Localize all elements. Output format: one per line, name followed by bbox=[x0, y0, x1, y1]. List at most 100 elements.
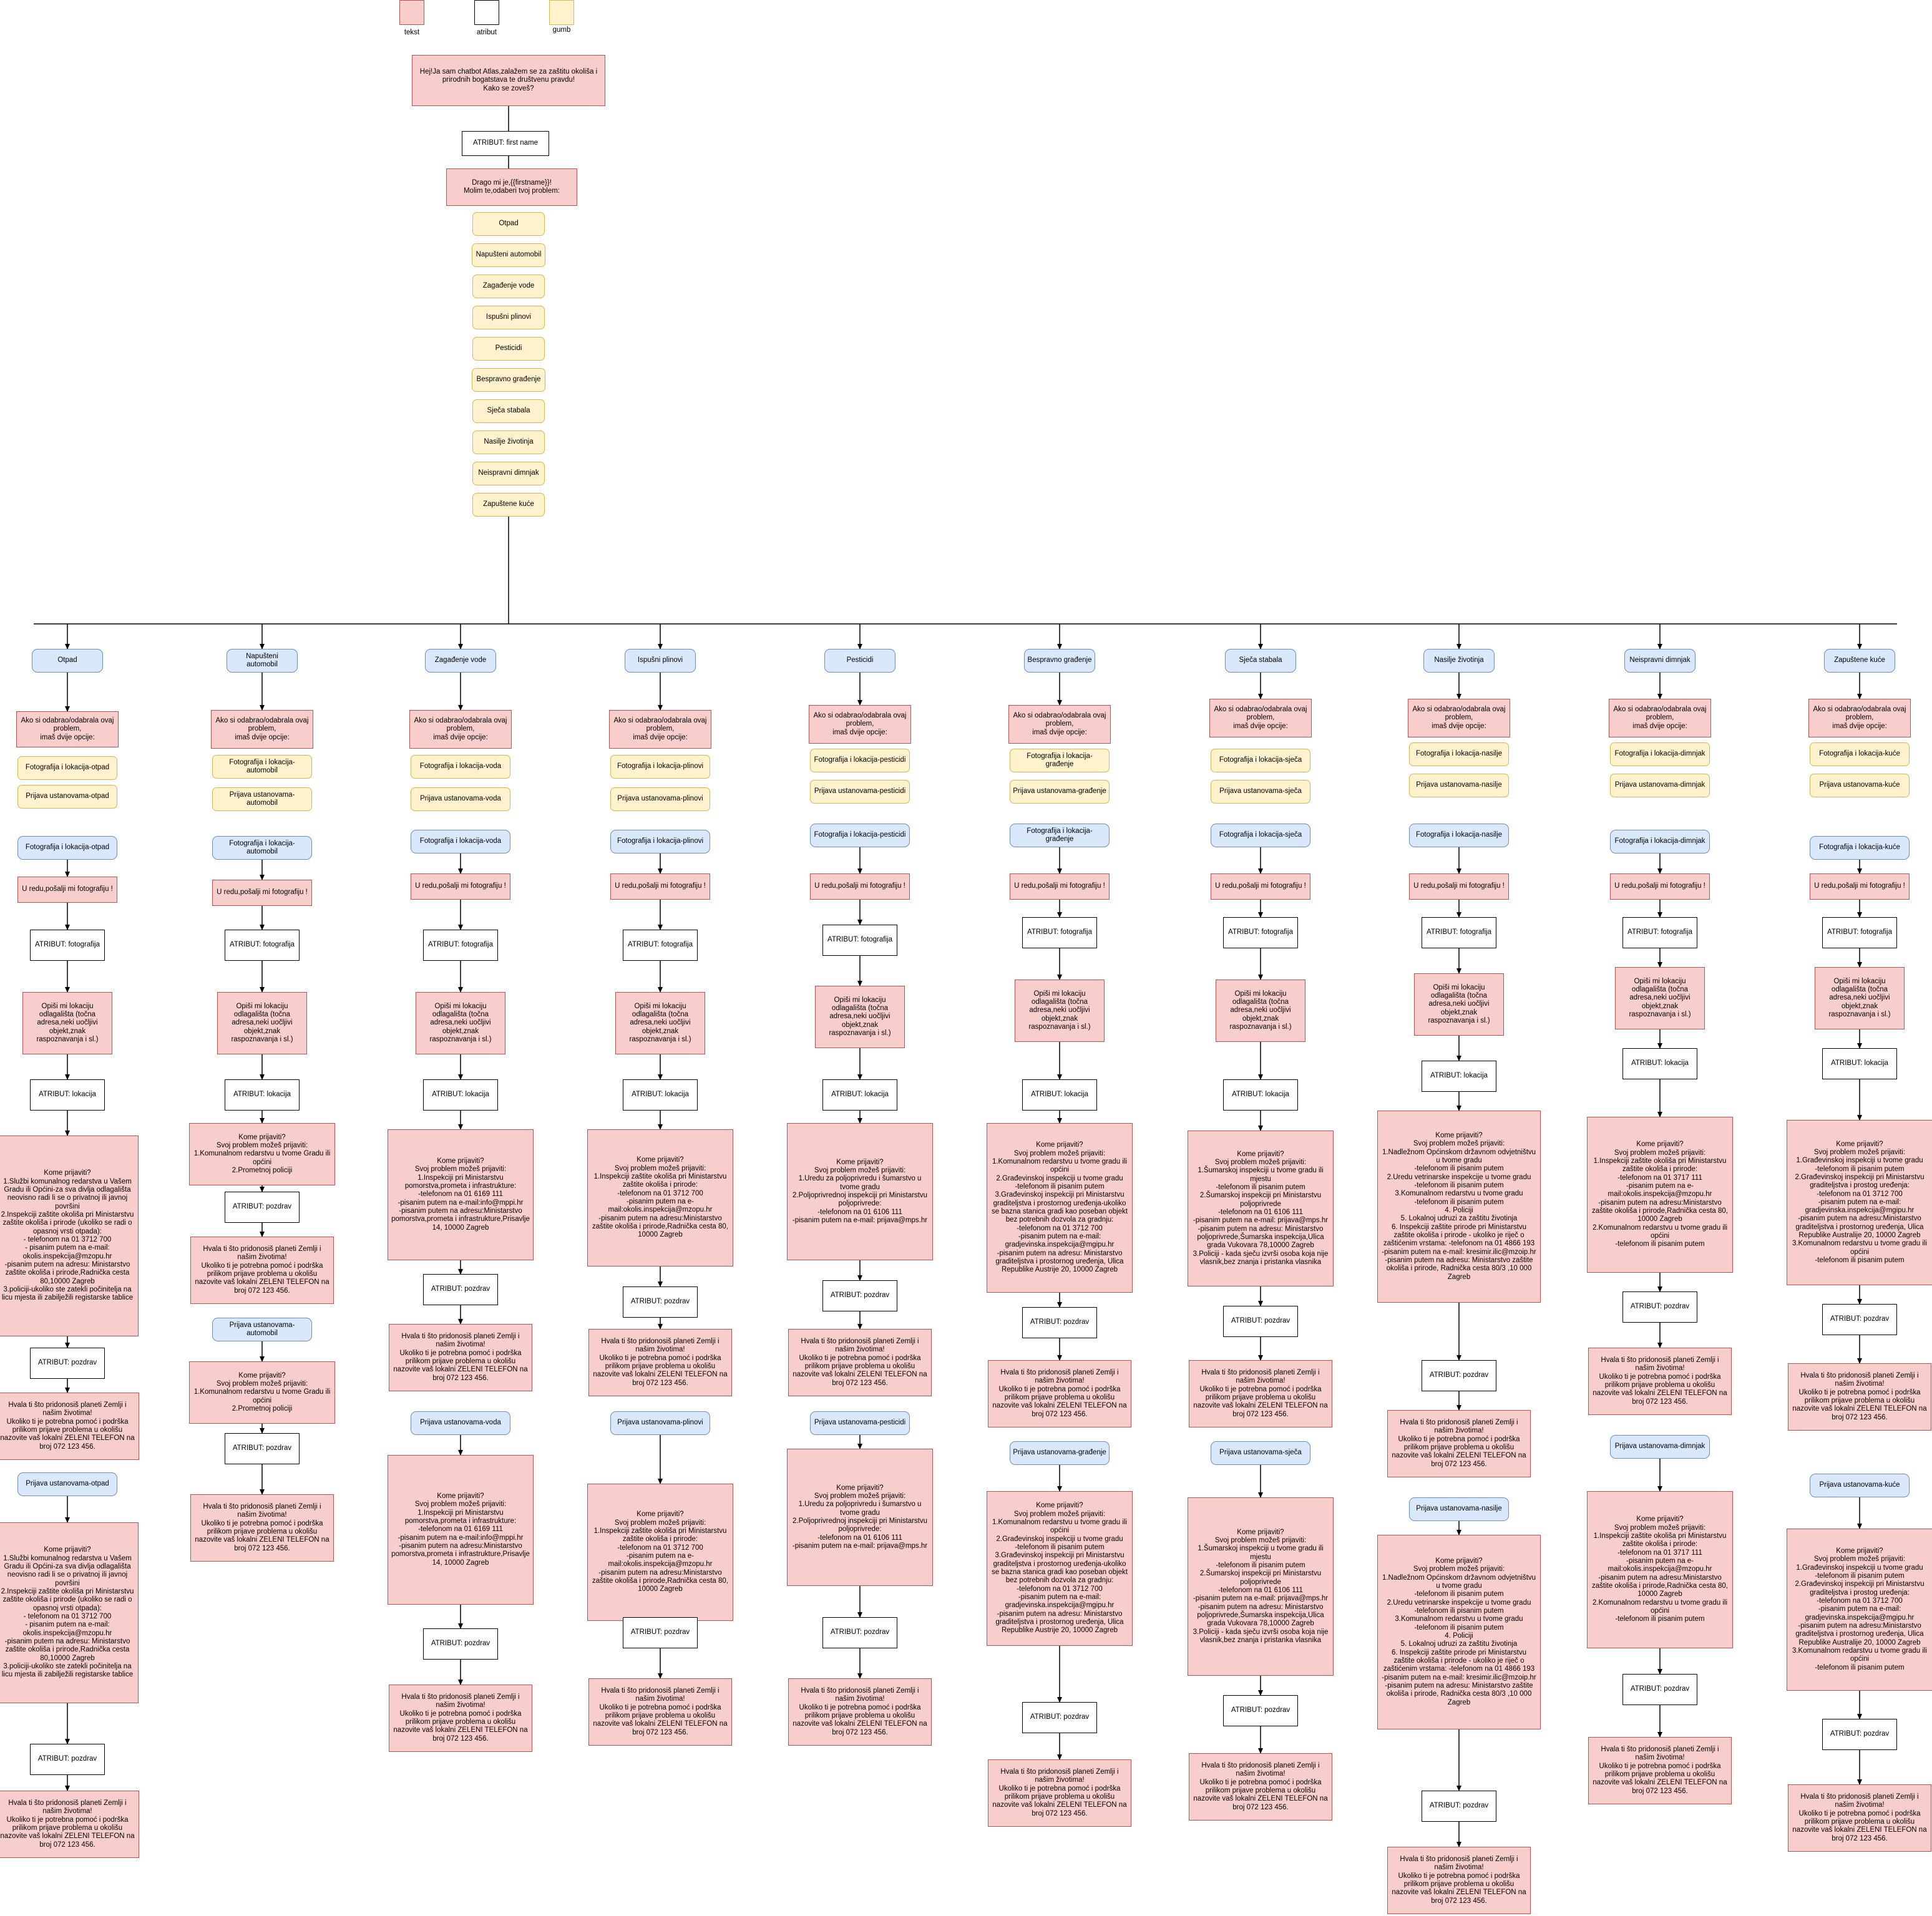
choice-text-otpad: Ako si odabrao/odabrala ovaj problem, im… bbox=[16, 711, 119, 747]
report-institutions-button-neispravni-dimnjak[interactable]: Prijava ustanovama-dimnjak bbox=[1610, 774, 1710, 797]
photo-location-branch-sje-a-stabala: Fotografija i lokacija-sječa bbox=[1211, 824, 1310, 847]
report-info-text-2-ispu-ni-plinovi: Kome prijaviti? Svoj problem možeš prija… bbox=[587, 1484, 733, 1621]
report-institutions-button-napu-teni-automobil[interactable]: Prijava ustanovama-automobil bbox=[212, 787, 312, 811]
thanks-message-2-otpad: Hvala ti što pridonosiš planeti Zemlji i… bbox=[0, 1791, 139, 1858]
option-button-6[interactable]: Bespravno građenje bbox=[472, 368, 545, 392]
column-header-bespravno-gra-enje: Bespravno građenje bbox=[1024, 649, 1095, 673]
report-info-text-otpad: Kome prijaviti? 1.Službi komunalnog reda… bbox=[0, 1135, 139, 1336]
choice-text-zaga-enje-vode: Ako si odabrao/odabrala ovaj problem, im… bbox=[409, 710, 512, 749]
report-institutions-button-bespravno-gra-enje[interactable]: Prijava ustanovama-građenje bbox=[1010, 780, 1110, 804]
column-header-sje-a-stabala: Sječa stabala bbox=[1225, 649, 1296, 673]
choice-text-ispu-ni-plinovi: Ako si odabrao/odabrala ovaj problem, im… bbox=[609, 710, 711, 749]
option-button-10[interactable]: Zapuštene kuće bbox=[472, 493, 545, 517]
photo-location-branch-napu-teni-automobil: Fotografija i lokacija-automobil bbox=[212, 836, 312, 860]
send-photo-text-napu-teni-automobil: U redu,pošalji mi fotografiju ! bbox=[212, 880, 312, 906]
report-institutions-button-ispu-ni-plinovi[interactable]: Prijava ustanovama-plinovi bbox=[610, 787, 710, 811]
attribute-greeting-zapu-tene-ku-e: ATRIBUT: pozdrav bbox=[1822, 1304, 1897, 1335]
attribute-photo-sje-a-stabala: ATRIBUT: fotografija bbox=[1223, 917, 1298, 948]
report-institutions-button-zaga-enje-vode[interactable]: Prijava ustanovama-voda bbox=[411, 787, 510, 811]
describe-location-text-pesticidi: Opiši mi lokaciju odlagališta (točna adr… bbox=[815, 986, 905, 1048]
attribute-greeting-2-sje-a-stabala: ATRIBUT: pozdrav bbox=[1223, 1695, 1298, 1726]
photo-location-button-pesticidi[interactable]: Fotografija i lokacija-pesticidi bbox=[810, 749, 910, 772]
send-photo-text-zapu-tene-ku-e: U redu,pošalji mi fotografiju ! bbox=[1810, 873, 1910, 900]
describe-location-text-otpad: Opiši mi lokaciju odlagališta (točna adr… bbox=[22, 992, 112, 1054]
attribute-location-pesticidi: ATRIBUT: lokacija bbox=[822, 1079, 897, 1111]
photo-location-button-otpad[interactable]: Fotografija i lokacija-otpad bbox=[17, 756, 117, 780]
thanks-message-zapu-tene-ku-e: Hvala ti što pridonosiš planeti Zemlji i… bbox=[1788, 1363, 1931, 1431]
report-institutions-branch-neispravni-dimnjak: Prijava ustanovama-dimnjak bbox=[1610, 1435, 1710, 1459]
photo-location-button-napu-teni-automobil[interactable]: Fotografija i lokacija-automobil bbox=[212, 755, 312, 779]
attribute-greeting-napu-teni-automobil: ATRIBUT: pozdrav bbox=[225, 1192, 300, 1223]
describe-location-text-zaga-enje-vode: Opiši mi lokaciju odlagališta (točna adr… bbox=[416, 992, 505, 1054]
legend-label-attr: atribut bbox=[477, 29, 497, 36]
attribute-greeting-nasilje-ivotinja: ATRIBUT: pozdrav bbox=[1422, 1360, 1496, 1391]
choice-text-neispravni-dimnjak: Ako si odabrao/odabrala ovaj problem, im… bbox=[1609, 699, 1711, 737]
photo-location-branch-neispravni-dimnjak: Fotografija i lokacija-dimnjak bbox=[1610, 830, 1710, 853]
photo-location-button-ispu-ni-plinovi[interactable]: Fotografija i lokacija-plinovi bbox=[610, 755, 710, 779]
report-institutions-button-pesticidi[interactable]: Prijava ustanovama-pesticidi bbox=[810, 780, 910, 804]
photo-location-branch-otpad: Fotografija i lokacija-otpad bbox=[17, 836, 117, 860]
report-info-text-neispravni-dimnjak: Kome prijaviti? Svoj problem možeš prija… bbox=[1587, 1117, 1733, 1273]
report-info-text-bespravno-gra-enje: Kome prijaviti? Svoj problem možeš prija… bbox=[987, 1123, 1133, 1293]
option-button-4[interactable]: Ispušni plinovi bbox=[472, 306, 545, 329]
attribute-greeting-otpad: ATRIBUT: pozdrav bbox=[30, 1348, 105, 1379]
attribute-location-ispu-ni-plinovi: ATRIBUT: lokacija bbox=[623, 1079, 698, 1111]
legend-label-btn: gumb bbox=[552, 26, 571, 34]
thanks-message-2-neispravni-dimnjak: Hvala ti što pridonosiš planeti Zemlji i… bbox=[1588, 1737, 1732, 1804]
photo-location-button-sje-a-stabala[interactable]: Fotografija i lokacija-sječa bbox=[1211, 749, 1310, 772]
option-button-2[interactable]: Napušteni automobil bbox=[472, 243, 545, 267]
thanks-message-2-napu-teni-automobil: Hvala ti što pridonosiš planeti Zemlji i… bbox=[190, 1494, 334, 1562]
report-institutions-button-zapu-tene-ku-e[interactable]: Prijava ustanovama-kuće bbox=[1810, 774, 1910, 797]
option-button-1[interactable]: Otpad bbox=[472, 212, 545, 236]
describe-location-text-nasilje-ivotinja: Opiši mi lokaciju odlagališta (točna adr… bbox=[1414, 973, 1504, 1036]
thanks-message-zaga-enje-vode: Hvala ti što pridonosiš planeti Zemlji i… bbox=[389, 1324, 532, 1391]
photo-location-button-zaga-enje-vode[interactable]: Fotografija i lokacija-voda bbox=[411, 755, 510, 779]
describe-location-text-napu-teni-automobil: Opiši mi lokaciju odlagališta (točna adr… bbox=[217, 992, 307, 1054]
attribute-photo-zapu-tene-ku-e: ATRIBUT: fotografija bbox=[1822, 917, 1897, 948]
photo-location-branch-zaga-enje-vode: Fotografija i lokacija-voda bbox=[411, 830, 510, 853]
attribute-location-bespravno-gra-enje: ATRIBUT: lokacija bbox=[1022, 1079, 1097, 1111]
report-info-text-zaga-enje-vode: Kome prijaviti? Svoj problem možeš prija… bbox=[388, 1129, 534, 1260]
report-info-text-2-pesticidi: Kome prijaviti? Svoj problem možeš prija… bbox=[787, 1449, 933, 1586]
option-button-5[interactable]: Pesticidi bbox=[472, 337, 545, 361]
option-button-7[interactable]: Sječa stabala bbox=[472, 399, 545, 423]
report-institutions-button-otpad[interactable]: Prijava ustanovama-otpad bbox=[17, 785, 117, 809]
attribute-greeting-2-pesticidi: ATRIBUT: pozdrav bbox=[822, 1617, 897, 1648]
report-institutions-button-nasilje-ivotinja[interactable]: Prijava ustanovama-nasilje bbox=[1409, 774, 1509, 797]
attribute-location-sje-a-stabala: ATRIBUT: lokacija bbox=[1223, 1079, 1298, 1111]
send-photo-text-sje-a-stabala: U redu,pošalji mi fotografiju ! bbox=[1211, 873, 1310, 900]
report-info-text-2-nasilje-ivotinja: Kome prijaviti? Svoj problem možeš prija… bbox=[1377, 1535, 1541, 1729]
attribute-greeting-sje-a-stabala: ATRIBUT: pozdrav bbox=[1223, 1306, 1298, 1337]
attribute-location-otpad: ATRIBUT: lokacija bbox=[30, 1079, 105, 1111]
photo-location-button-nasilje-ivotinja[interactable]: Fotografija i lokacija-nasilje bbox=[1409, 742, 1509, 766]
attribute-greeting-2-zapu-tene-ku-e: ATRIBUT: pozdrav bbox=[1822, 1719, 1897, 1750]
report-info-text-sje-a-stabala: Kome prijaviti? Svoj problem možeš prija… bbox=[1188, 1131, 1334, 1286]
problem-prompt: Drago mi je,{{firstname}}! Molim te,odab… bbox=[446, 168, 577, 206]
report-info-text-2-bespravno-gra-enje: Kome prijaviti? Svoj problem možeš prija… bbox=[987, 1491, 1133, 1646]
column-header-pesticidi: Pesticidi bbox=[824, 649, 895, 673]
report-institutions-button-sje-a-stabala[interactable]: Prijava ustanovama-sječa bbox=[1211, 780, 1310, 804]
report-institutions-branch-nasilje-ivotinja: Prijava ustanovama-nasilje bbox=[1409, 1497, 1509, 1521]
legend-label-text: tekst bbox=[404, 29, 420, 36]
report-info-text-2-napu-teni-automobil: Kome prijaviti? Svoj problem možeš prija… bbox=[189, 1361, 335, 1424]
thanks-message-bespravno-gra-enje: Hvala ti što pridonosiš planeti Zemlji i… bbox=[988, 1360, 1131, 1427]
report-info-text-2-sje-a-stabala: Kome prijaviti? Svoj problem možeš prija… bbox=[1188, 1497, 1334, 1676]
report-institutions-branch-napu-teni-automobil: Prijava ustanovama-automobil bbox=[212, 1318, 312, 1341]
photo-location-button-bespravno-gra-enje[interactable]: Fotografija i lokacija-građenje bbox=[1010, 749, 1110, 772]
attribute-location-zapu-tene-ku-e: ATRIBUT: lokacija bbox=[1822, 1048, 1897, 1079]
photo-location-button-zapu-tene-ku-e[interactable]: Fotografija i lokacija-kuće bbox=[1810, 742, 1910, 766]
send-photo-text-ispu-ni-plinovi: U redu,pošalji mi fotografiju ! bbox=[610, 873, 710, 900]
report-info-text-napu-teni-automobil: Kome prijaviti? Svoj problem možeš prija… bbox=[189, 1123, 335, 1185]
photo-location-button-neispravni-dimnjak[interactable]: Fotografija i lokacija-dimnjak bbox=[1610, 742, 1710, 766]
option-button-8[interactable]: Nasilje životinja bbox=[472, 430, 545, 454]
option-button-9[interactable]: Neispravni dimnjak bbox=[472, 462, 545, 485]
legend-swatch-attr bbox=[474, 0, 499, 25]
photo-location-branch-nasilje-ivotinja: Fotografija i lokacija-nasilje bbox=[1409, 824, 1509, 847]
thanks-message-neispravni-dimnjak: Hvala ti što pridonosiš planeti Zemlji i… bbox=[1588, 1348, 1732, 1415]
thanks-message-2-zapu-tene-ku-e: Hvala ti što pridonosiš planeti Zemlji i… bbox=[1788, 1784, 1931, 1852]
choice-text-nasilje-ivotinja: Ako si odabrao/odabrala ovaj problem, im… bbox=[1408, 699, 1510, 737]
legend-swatch-btn bbox=[549, 0, 574, 25]
report-info-text-2-zaga-enje-vode: Kome prijaviti? Svoj problem možeš prija… bbox=[388, 1455, 534, 1605]
option-button-3[interactable]: Zagađenje vode bbox=[472, 275, 545, 298]
thanks-message-2-ispu-ni-plinovi: Hvala ti što pridonosiš planeti Zemlji i… bbox=[588, 1678, 732, 1746]
